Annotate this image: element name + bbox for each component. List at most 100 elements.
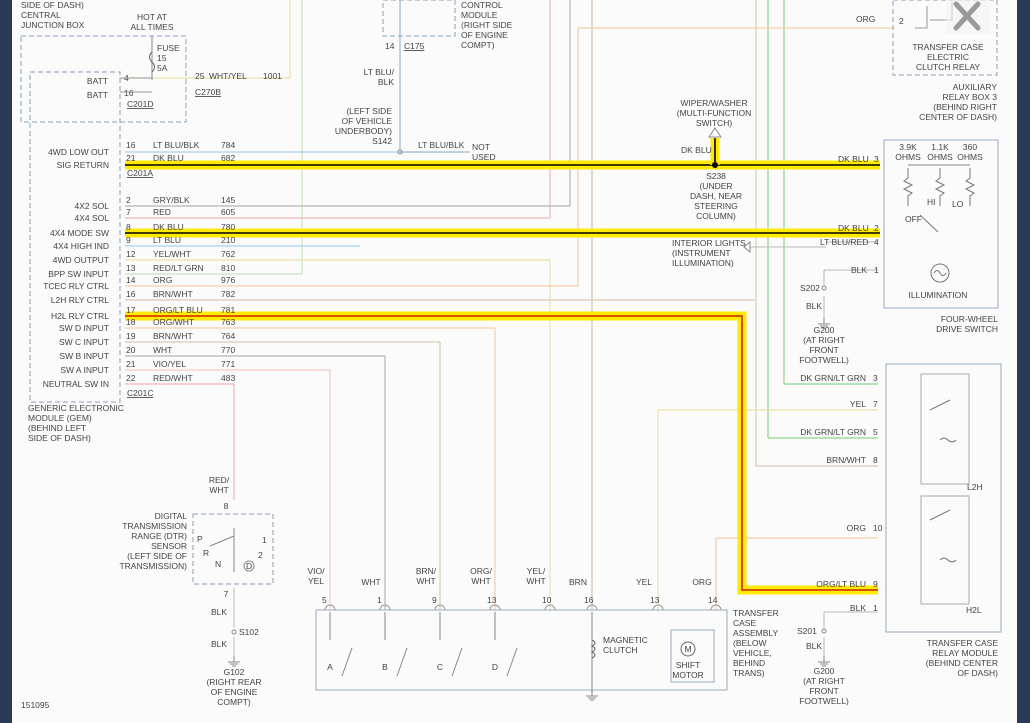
wire-color: ORG/WHT — [153, 317, 194, 327]
connector-c201a: C201A — [127, 168, 153, 178]
dtr-position: N — [215, 559, 221, 569]
g102-label: OF ENGINE — [211, 687, 258, 697]
wire-color: WHT — [361, 577, 380, 587]
circuit-number: 770 — [221, 345, 235, 355]
switch-blade — [919, 214, 939, 233]
pin-number: 10 — [873, 523, 883, 533]
wire-color: BLK — [211, 607, 227, 617]
connector-c175: C175 — [404, 41, 425, 51]
splice-s238 — [712, 162, 718, 168]
gem-pin-name: SW A INPUT — [60, 365, 109, 375]
connector-c201d: C201D — [127, 99, 153, 109]
pin-number: 16 — [124, 88, 134, 98]
wire-color: DK BLU — [838, 154, 869, 164]
pin-number: 13 — [650, 595, 660, 605]
pin-number: 25 — [195, 71, 205, 81]
wire-color: DK BLU — [681, 145, 712, 155]
gem-pin-name: L2H RLY CTRL — [51, 295, 110, 305]
pin-number: 9 — [126, 235, 131, 245]
pin-number: 7 — [873, 399, 878, 409]
circuit-number: 1001 — [263, 71, 282, 81]
pin-number: 18 — [126, 317, 136, 327]
lamp-icon — [930, 263, 950, 283]
circuit-number: 210 — [221, 235, 235, 245]
pin-number: 9 — [873, 579, 878, 589]
g200-label: FOOTWELL) — [799, 696, 849, 706]
wire-color: ORG/ — [470, 566, 492, 576]
wire-color: WHT — [416, 576, 435, 586]
connector-pin — [652, 604, 664, 611]
wire-color: WHT — [526, 576, 545, 586]
pin-number: 13 — [487, 595, 497, 605]
g200-label: (AT RIGHT — [803, 676, 845, 686]
aux-relay-box-label: CENTER OF DASH) — [919, 112, 997, 122]
pin-number: 13 — [126, 263, 136, 273]
dtr-sensor-label: DIGITAL — [155, 511, 188, 521]
pin-number: 5 — [322, 595, 327, 605]
circuit-number: 764 — [221, 331, 235, 341]
g200-label: (AT RIGHT — [803, 335, 845, 345]
wire-color: ORG — [153, 275, 172, 285]
pin-number: 1 — [377, 595, 382, 605]
dtr-blade — [209, 535, 235, 547]
relay-coils — [929, 399, 957, 563]
resistor-icon — [902, 168, 914, 206]
wiper-switch-label: (MULTI-FUNCTION — [677, 108, 751, 118]
control-module-label: COMPT) — [461, 40, 495, 50]
pin-number: 8 — [126, 222, 131, 232]
tc-assembly-label: (BELOW — [733, 638, 767, 648]
l2h-relay — [920, 373, 970, 485]
s238-label: STEERING — [694, 201, 737, 211]
l2h-label: L2H — [967, 482, 983, 492]
tc-relay-module-label: OF DASH) — [957, 668, 998, 678]
tc-switch-label: B — [382, 662, 388, 672]
dtr-sensor-label: RANGE (DTR) — [131, 531, 187, 541]
resistor-value: OHMS — [957, 152, 983, 162]
connector-c270b: C270B — [195, 87, 221, 97]
wire-color: RED/WHT — [153, 373, 193, 383]
hot-at-label: HOT AT — [137, 12, 167, 22]
wire-color: BRN/WHT — [153, 331, 193, 341]
pin-number: 16 — [126, 289, 136, 299]
lamp-filament — [933, 270, 947, 276]
circuit-number: 784 — [221, 140, 235, 150]
tc-assembly-label: CASE — [733, 618, 756, 628]
circuit-number: 771 — [221, 359, 235, 369]
wire-color: RED — [153, 207, 171, 217]
connector-pin — [489, 604, 501, 611]
splice-s201: S201 — [797, 626, 817, 636]
fuse-label: 15 — [157, 53, 167, 63]
junction-box-label: CENTRAL — [21, 10, 61, 20]
wire-color: DK GRN/LT GRN — [800, 373, 866, 383]
dtr-sensor-label: (LEFT SIDE OF — [127, 551, 187, 561]
circuit-number: 781 — [221, 305, 235, 315]
gem-pin-name: H2L RLY CTRL — [51, 311, 109, 321]
g200-label: G200 — [814, 666, 835, 676]
tc-relay-module-label: TRANSFER CASE — [927, 638, 999, 648]
pin-number: 8 — [224, 501, 229, 511]
pin-number: 7 — [126, 207, 131, 217]
wire-color: WHT — [471, 576, 490, 586]
wire-color: DK GRN/LT GRN — [800, 427, 866, 437]
wire-color: LT BLU/BLK — [418, 140, 465, 150]
connector-pin — [434, 604, 446, 611]
circuit-h2l-highlight — [125, 311, 878, 595]
pin-number: 21 — [126, 359, 136, 369]
wire-color: LT BLU/BLK — [153, 140, 200, 150]
wire-color: BRN/WHT — [153, 289, 193, 299]
interior-lights-label: (INSTRUMENT — [672, 248, 731, 258]
underbody-label: OF VEHICLE — [341, 116, 392, 126]
connector-pin — [379, 604, 391, 611]
four-wheel-drive-switch-label: FOUR-WHEEL — [941, 314, 998, 324]
illumination-label: ILLUMINATION — [909, 290, 968, 300]
dtr-sensor — [192, 513, 274, 585]
wire-color: BRN — [569, 577, 587, 587]
s238-label: DASH, NEAR — [690, 191, 742, 201]
gem-pin-name: 4X4 MODE SW — [50, 228, 109, 238]
tc-clutch-relay-label: TRANSFER CASE — [912, 42, 984, 52]
g200-label: FRONT — [809, 686, 838, 696]
pin-number: 14 — [126, 275, 136, 285]
wire-color: LT BLU/ — [364, 67, 395, 77]
close-button[interactable] — [946, 0, 990, 34]
